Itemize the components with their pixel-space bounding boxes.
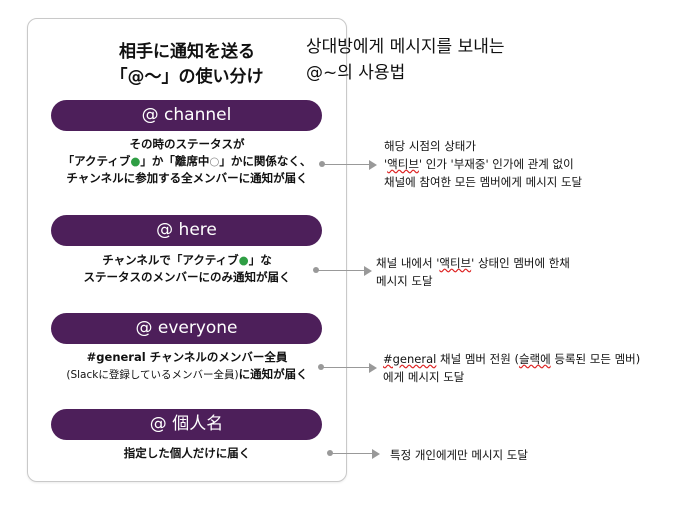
everyone-desc-line2: (Slackに登録しているメンバー全員)に通知が届く — [66, 367, 308, 381]
individual-desc-line1: 指定した個人だけに届く — [123, 446, 251, 460]
channel-desc-line3: チャンネルに参加する全メンバーに通知が届く — [66, 171, 308, 185]
individual-note: 특정 개인에게만 메시지 도달 — [390, 446, 528, 464]
everyone-desc-line1: #general チャンネルのメンバー全員 — [86, 350, 288, 364]
korean-title: 상대방에게 메시지를 보내는 @~의 사용법 — [306, 34, 505, 86]
active-status-icon: ● — [130, 154, 141, 168]
here-note: 채널 내에서 '액티브' 상태인 멤버에 한채 메시지 도달 — [376, 254, 570, 290]
channel-desc-line2: 「アクティブ●」か「離席中○」かに関係なく、 — [62, 154, 312, 168]
here-note-line1: 채널 내에서 '액티브' 상태인 멤버에 한채 — [376, 256, 570, 270]
here-desc-line1: チャンネルで「アクティブ●」な — [102, 253, 272, 267]
card-title-line2: 「@〜」の使い分け — [110, 67, 264, 87]
individual-description: 指定した個人だけに届く — [35, 445, 339, 462]
card-title-line1: 相手に通知を送る — [119, 42, 255, 62]
channel-description: その時のステータスが 「アクティブ●」か「離席中○」かに関係なく、 チャンネルに… — [35, 136, 339, 187]
active-status-icon: ● — [238, 253, 249, 267]
here-description: チャンネルで「アクティブ●」な ステータスのメンバーにのみ通知が届く — [35, 252, 339, 286]
here-pill: @ here — [51, 215, 322, 246]
channel-note-line3: 채널에 참여한 모든 멤버에게 메시지 도달 — [384, 175, 583, 189]
channel-note: 해당 시점의 상태가 '액티브' 인가 '부재중' 인가에 관계 없이 채널에 … — [384, 137, 582, 191]
individual-note-line1: 특정 개인에게만 메시지 도달 — [390, 448, 528, 462]
channel-note-line1: 해당 시점의 상태가 — [384, 139, 476, 153]
channel-desc-line1: その時のステータスが — [129, 137, 245, 151]
everyone-pill: @ everyone — [51, 313, 322, 344]
everyone-description: #general チャンネルのメンバー全員 (Slackに登録しているメンバー全… — [35, 349, 339, 384]
here-desc-line2: ステータスのメンバーにのみ通知が届く — [83, 270, 291, 284]
korean-title-line2: @~의 사용법 — [306, 63, 406, 83]
everyone-arrow-icon — [318, 363, 377, 373]
channel-note-line2: '액티브' 인가 '부재중' 인가에 관계 없이 — [384, 157, 574, 171]
everyone-note-line1: #general 채널 멤버 전원 (슬랙에 등록된 모든 멤버) — [383, 352, 641, 366]
everyone-note-line2: 에게 메시지 도달 — [383, 370, 465, 384]
here-note-line2: 메시지 도달 — [376, 274, 433, 288]
slack-mentions-card — [27, 18, 347, 482]
here-arrow-icon — [313, 266, 372, 276]
away-status-icon: ○ — [209, 154, 220, 168]
channel-arrow-icon — [319, 160, 377, 170]
individual-arrow-icon — [327, 449, 380, 459]
channel-pill: @ channel — [51, 100, 322, 131]
individual-pill: @ 個人名 — [51, 409, 322, 440]
everyone-note: #general 채널 멤버 전원 (슬랙에 등록된 모든 멤버) 에게 메시지… — [383, 350, 640, 386]
card-title: 相手に通知を送る 「@〜」の使い分け — [27, 40, 347, 90]
korean-title-line1: 상대방에게 메시지를 보내는 — [306, 37, 505, 57]
